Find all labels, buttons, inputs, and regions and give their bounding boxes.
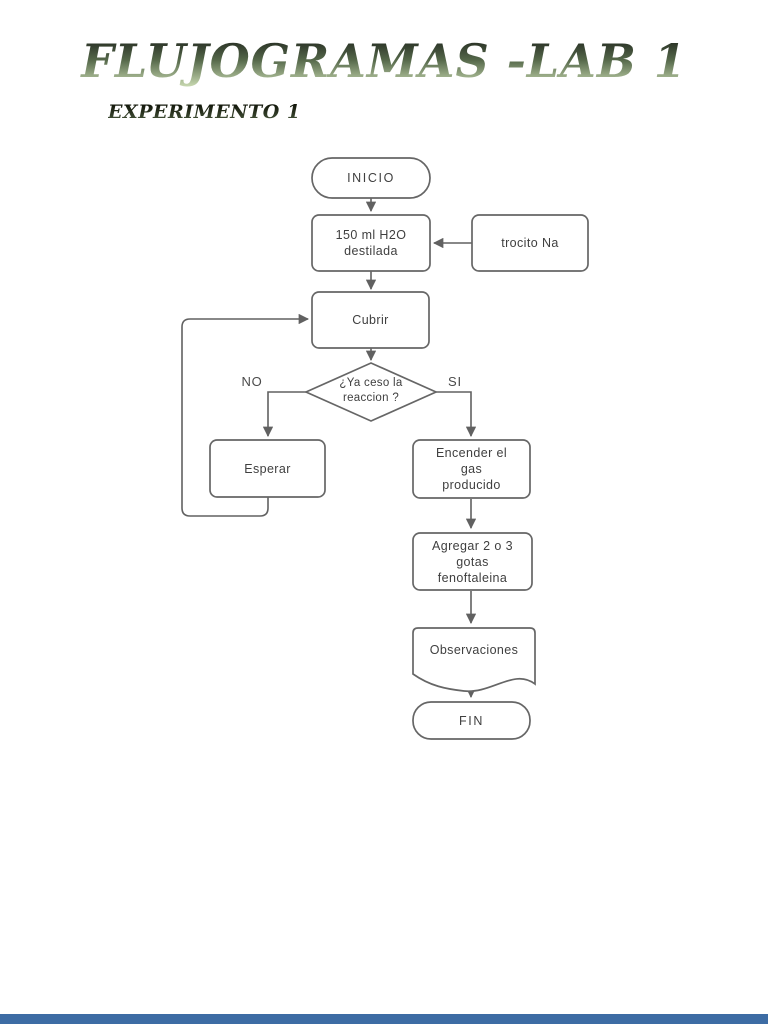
connector-decision-encender-si <box>436 391 477 438</box>
flow-label-decision: ¿Ya ceso la reaccion ? <box>339 377 403 404</box>
terminator-fin-shape <box>412 701 531 740</box>
branch-label-si: SI <box>448 374 462 389</box>
flow-label-esperar: Esperar <box>244 461 291 476</box>
flow-label-agua: 150 ml H2O destilada <box>335 228 407 258</box>
process-trocito-shape <box>471 214 589 272</box>
next-page-edge <box>0 1014 768 1024</box>
flow-label-encender: Encender el gas producido <box>435 446 508 492</box>
decision-diamond-shape <box>303 362 439 422</box>
connector-decision-esperar-no <box>262 391 306 438</box>
flow-label-observaciones: Observaciones <box>429 643 519 657</box>
branch-label-no: NO <box>241 374 263 389</box>
section-heading: EXPERIMENTO 1 <box>108 101 301 123</box>
flow-label-fin: FIN <box>459 713 484 728</box>
flow-label-cubrir: Cubrir <box>352 313 389 327</box>
process-cubrir-shape <box>311 291 430 349</box>
process-esperar-shape <box>209 439 326 498</box>
process-agregar-shape <box>412 532 533 591</box>
connector-esperar-loop-cubrir <box>181 313 310 517</box>
flow-label-inicio: INICIO <box>347 171 395 185</box>
page-title: FLUJOGRAMAS -LAB 1 <box>0 34 768 88</box>
document-observaciones-shape <box>412 627 536 692</box>
process-agua-shape <box>311 214 431 272</box>
terminator-inicio-shape <box>311 157 431 199</box>
process-encender-shape <box>412 439 531 499</box>
flow-label-agregar: Agregar 2 o 3 gotas fenoftaleina <box>432 538 513 585</box>
flow-label-trocito: trocito Na <box>501 236 559 250</box>
